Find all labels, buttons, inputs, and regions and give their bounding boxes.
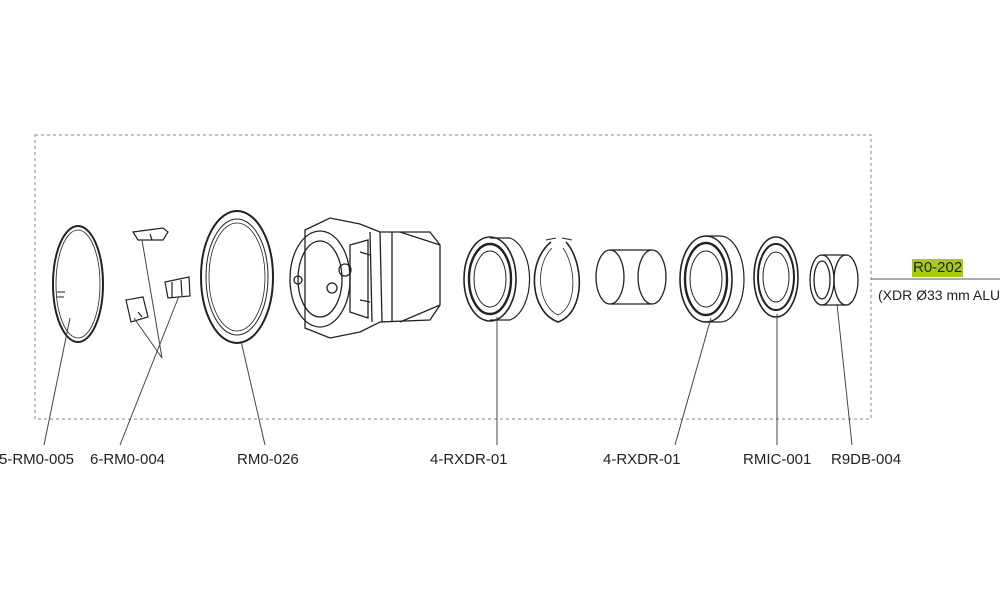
seal-ring-part: [200, 210, 274, 344]
bearing-inner-part: [463, 236, 531, 322]
seal-part: [753, 236, 799, 318]
assembly-description: (XDR Ø33 mm ALU): [878, 287, 1000, 303]
end-cap-part: [809, 254, 859, 306]
freehub-body-part: [289, 217, 441, 339]
bearing-outer-part: [679, 235, 745, 323]
spacer-tube-part: [595, 249, 667, 305]
leader-lines: [43, 239, 853, 446]
pawls-and-springs-part: [125, 227, 191, 323]
part-label-seal: RMIC-001: [743, 451, 812, 468]
part-label-seal-ring: RM0-026: [237, 451, 299, 468]
part-label-bearing-outer: 4-RXDR-01: [603, 451, 681, 468]
part-label-end-cap: R9DB-004: [831, 451, 902, 468]
assembly-code-label: R0-202: [912, 259, 964, 277]
snap-ring-part: [52, 225, 104, 343]
part-label-bearing-inner: 4-RXDR-01: [430, 451, 508, 468]
circlip-part: [533, 237, 581, 323]
part-label-snap-ring: 5-RM0-005: [0, 451, 75, 468]
part-label-pawls: 6-RM0-004: [90, 451, 166, 468]
assembly-boundary: [34, 134, 872, 420]
